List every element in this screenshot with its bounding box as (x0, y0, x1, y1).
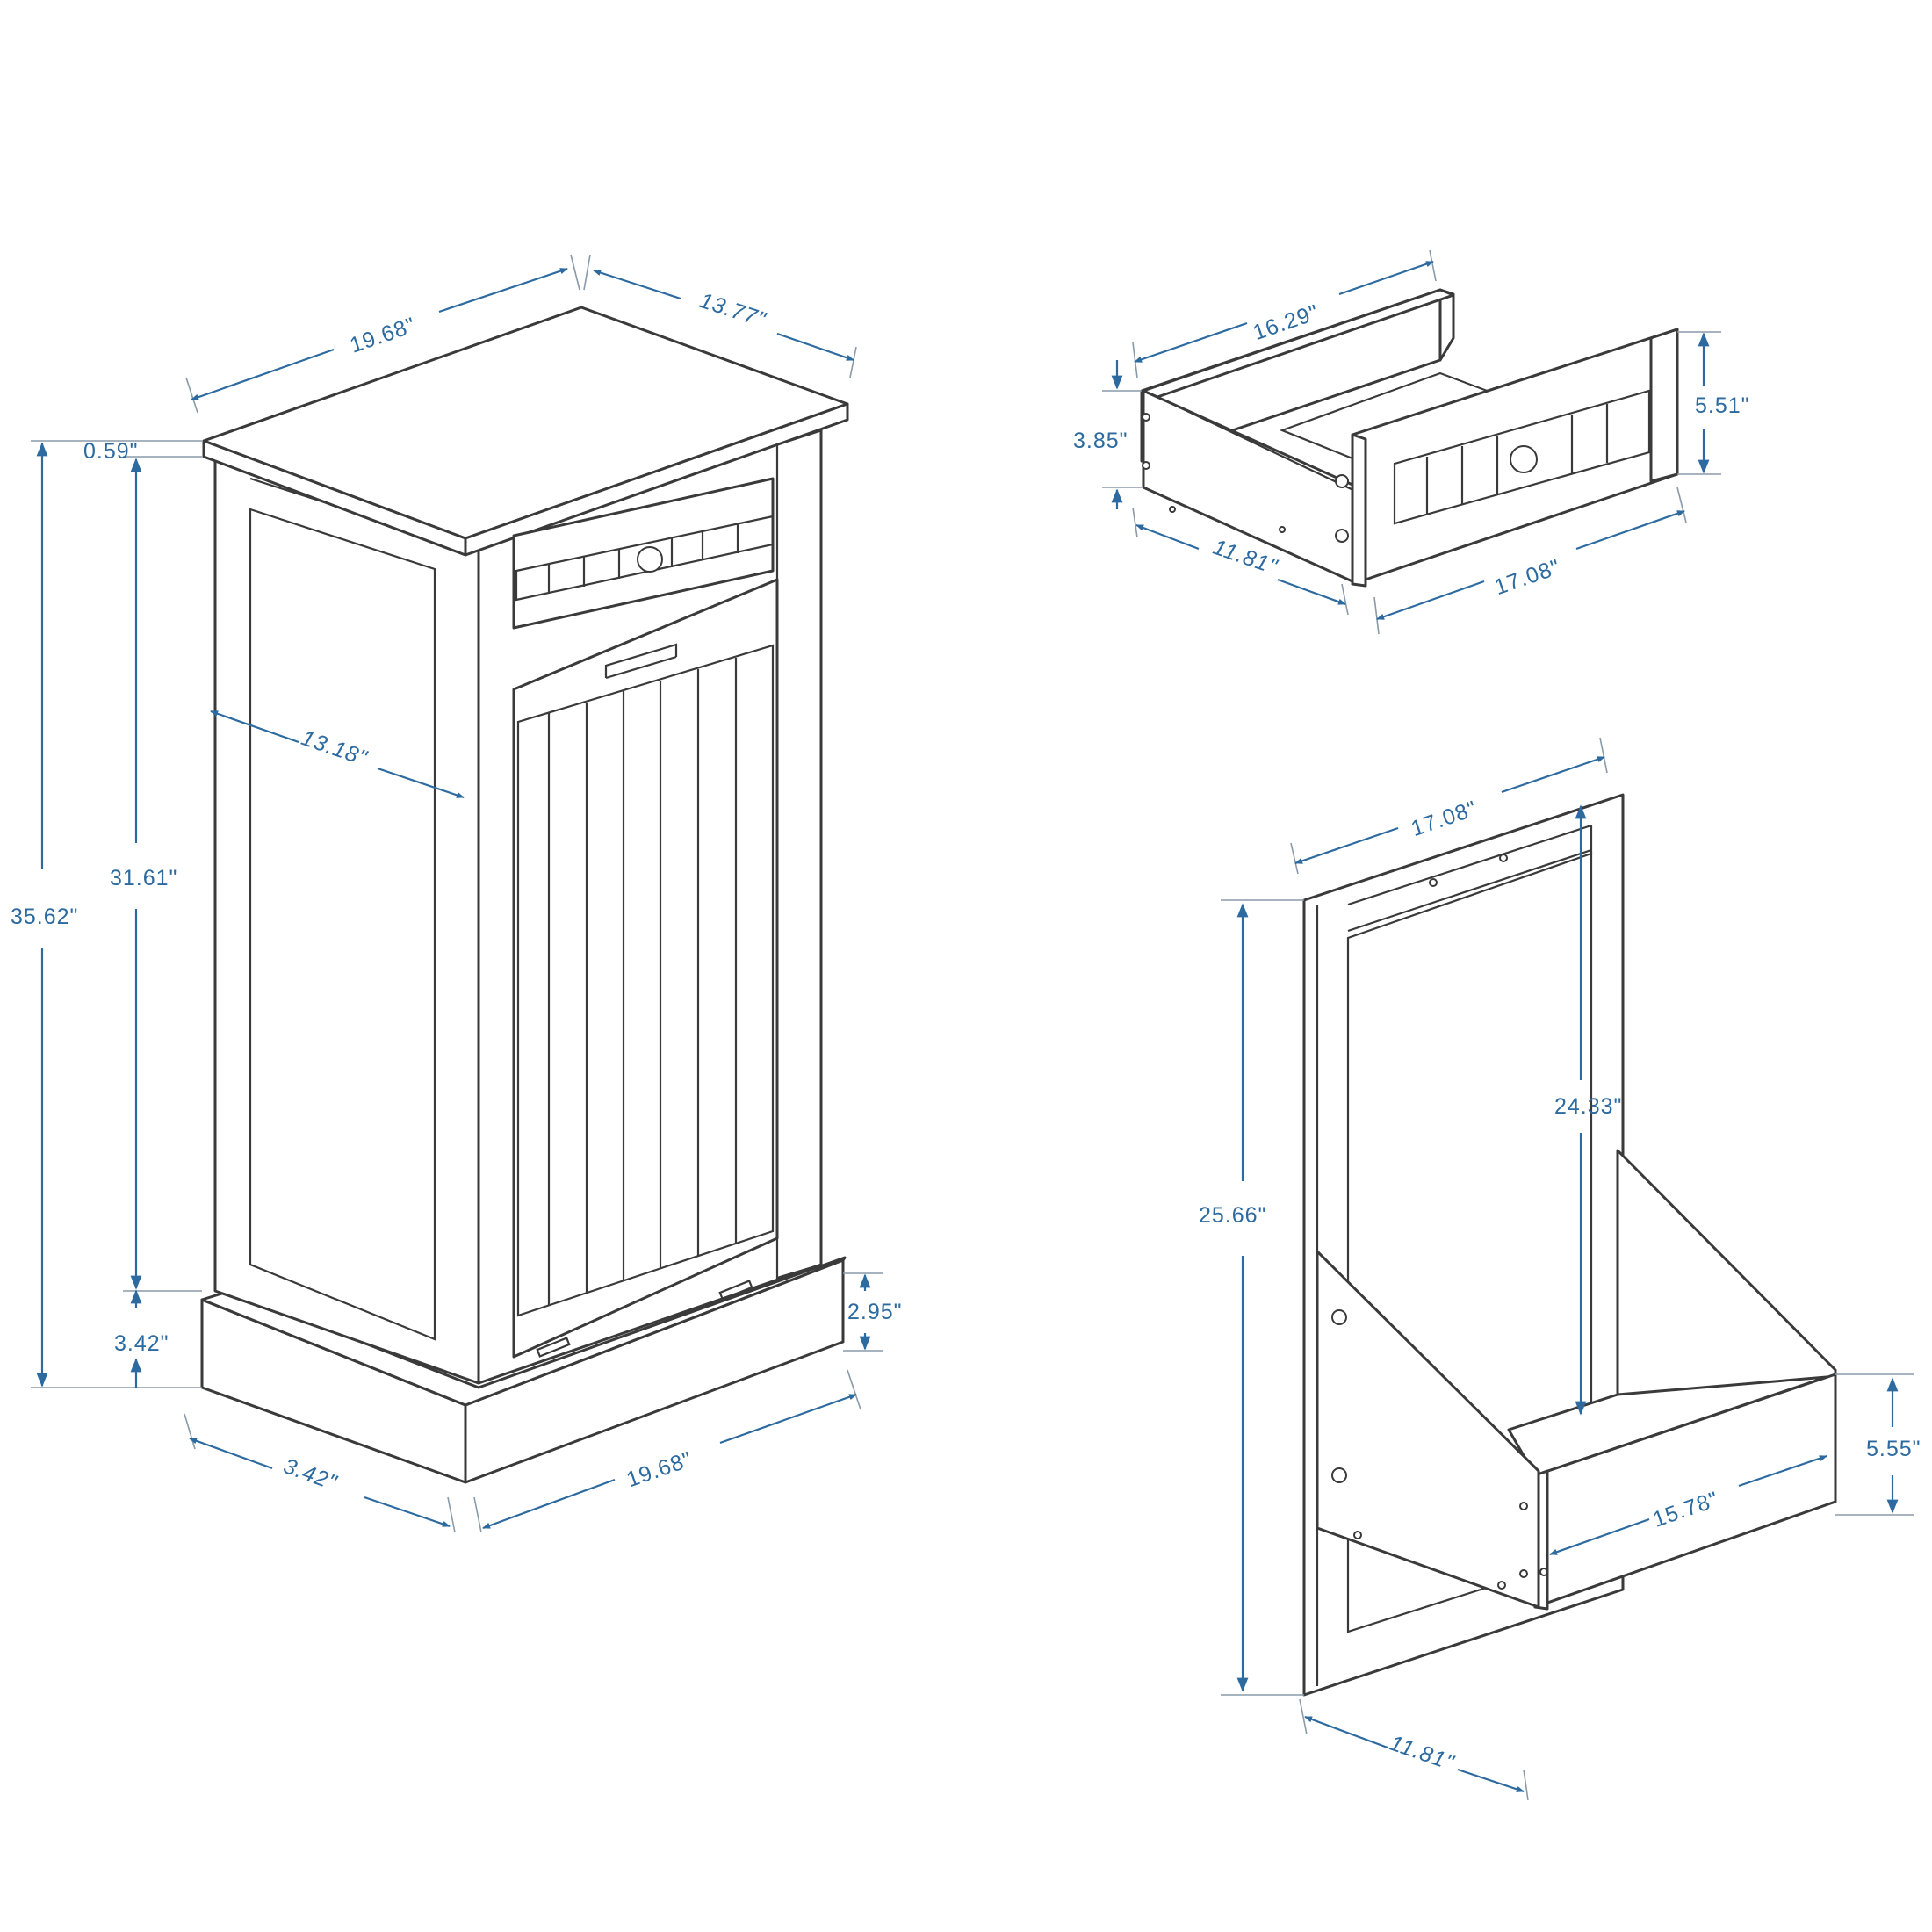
cabinet-door-grooves (547, 658, 738, 1305)
bin-inner-height-label: 24.33" (1554, 1094, 1622, 1119)
drawer-interior-right (1438, 288, 1455, 362)
drawer-front-right-edge (1649, 328, 1679, 483)
drawer-front-height-label: 5.51" (1695, 393, 1750, 418)
bin-top-width-label: 17.08" (1408, 796, 1480, 841)
drawer-drawing (1140, 288, 1679, 588)
cabinet-base-depth-label: 3.42" (280, 1453, 340, 1496)
drawer-knob-icon (1510, 445, 1538, 473)
drawer-front-slats (1425, 404, 1609, 515)
drawer-front-width-label: 17.08" (1491, 554, 1563, 600)
bin-frame-extension-lines (1221, 737, 1914, 1801)
drawer-side-holes (1142, 413, 1349, 543)
cabinet-top-left-edge (202, 439, 467, 557)
cabinet-side-panel (213, 455, 480, 1385)
drawer-dimensions (1111, 260, 1710, 621)
bin-box-height-label: 5.55" (1866, 1437, 1921, 1461)
drawer-left-top-edge (1142, 288, 1455, 399)
bin-total-height-label: 25.66" (1199, 1203, 1266, 1228)
drawer-front-left-edge (1351, 433, 1367, 588)
cabinet-drawer-slats (547, 523, 739, 594)
cabinet-tilt-door (512, 578, 779, 1359)
cabinet-body-height-label: 31.61" (110, 866, 177, 890)
cabinet-top-depth-label: 13.77" (696, 288, 768, 333)
cabinet-total-height-label: 35.62" (11, 905, 78, 929)
bin-box-left-side (1316, 1250, 1540, 1609)
cabinet-top-width-label: 19.68" (347, 313, 419, 358)
cabinet-drawer-knob-icon (637, 546, 663, 573)
cabinet-base-height-label: 3.42" (114, 1331, 169, 1356)
drawer-side-height-label: 3.85" (1073, 429, 1128, 453)
bin-frame-holes (1331, 854, 1548, 1590)
cabinet-dimensions (36, 267, 871, 1530)
cabinet-side-inset (249, 508, 436, 1341)
cabinet-drawing (200, 306, 849, 1484)
cabinet-base-width-label: 19.68" (624, 1447, 696, 1493)
cabinet-base-inset-label: 2.95" (847, 1300, 903, 1324)
bin-depth-label: 11.81" (1387, 1731, 1458, 1776)
cabinet-door-handle-icon (604, 643, 678, 680)
bin-frame-dimensions (1236, 755, 1899, 1793)
cabinet-hinge-icons (536, 1280, 753, 1358)
bin-frame-drawing (1302, 793, 1837, 1697)
cabinet-top-thickness-label: 0.59" (83, 439, 139, 464)
